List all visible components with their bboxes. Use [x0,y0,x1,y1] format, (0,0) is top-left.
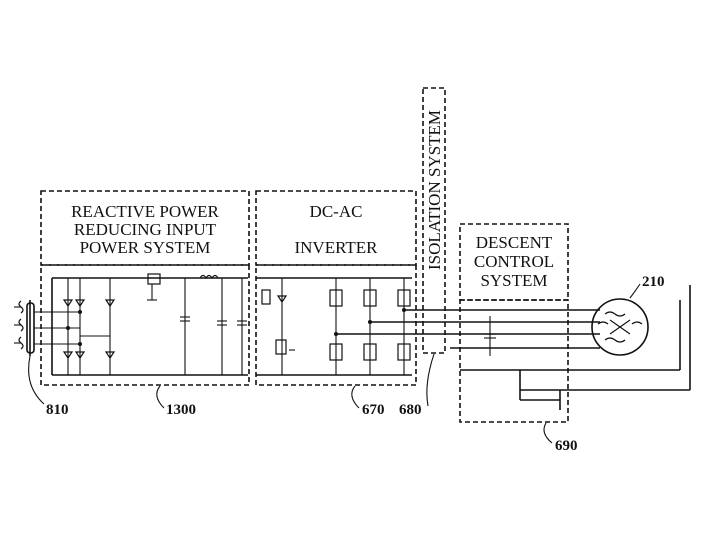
ref-210: 210 [630,274,665,298]
reactive-block-title-line1: REACTIVE POWER [71,202,219,221]
descent-block-title-line1: DESCENT [476,233,553,252]
ref-label-210: 210 [642,274,665,290]
descent-block-title-line3: SYSTEM [480,271,547,290]
descent-block-title-line2: CONTROL [474,252,554,271]
ref-label-810: 810 [46,402,69,418]
ref-1300: 1300 [157,386,196,418]
ref-label-680: 680 [399,402,422,418]
reactive-block-title-line3: POWER SYSTEM [80,238,211,257]
ref-label-690: 690 [555,438,578,454]
reactive-block-title-line2: REDUCING INPUT [74,220,217,239]
inverter-circuit [256,278,412,375]
inverter-block-title-line1: DC-AC [310,202,363,221]
motor-symbol [592,299,648,355]
ref-810: 810 [29,356,69,418]
ref-670: 670 [352,386,385,418]
reactive-circuit [34,274,248,375]
isolation-block-title: ISOLATION SYSTEM [425,110,444,270]
inverter-block-title-line2: INVERTER [294,238,378,257]
input-transformer [14,300,34,356]
ref-690: 690 [544,423,578,454]
ref-label-1300: 1300 [166,402,196,418]
ref-label-670: 670 [362,402,385,418]
